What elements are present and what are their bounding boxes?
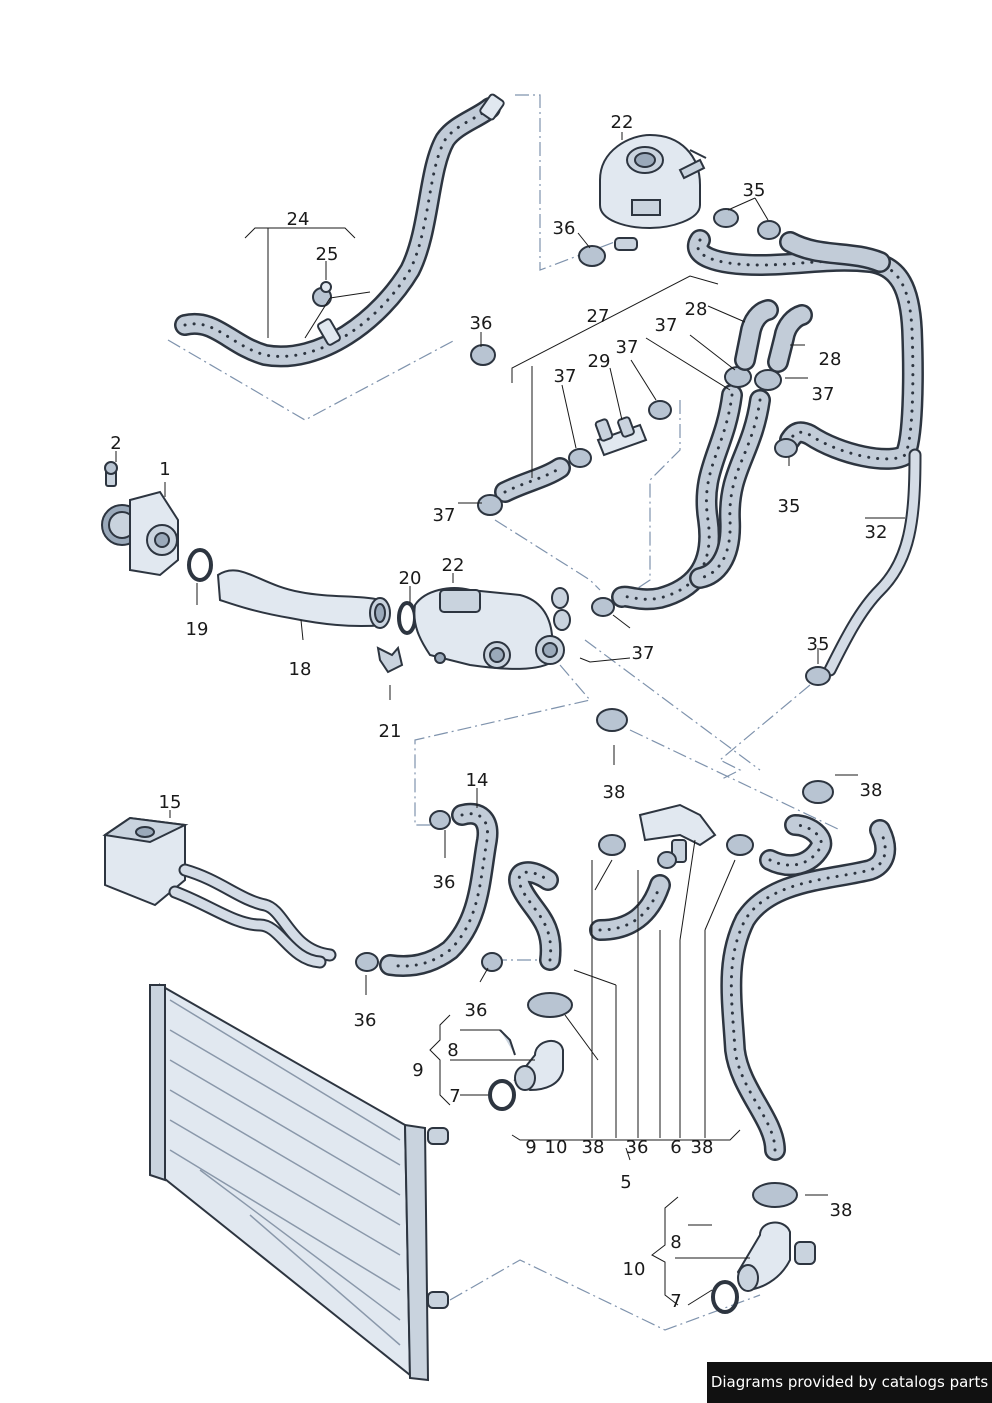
- label-14: 14: [466, 770, 489, 791]
- label-28-upper: 28: [685, 299, 708, 320]
- label-32: 32: [865, 522, 888, 543]
- label-21: 21: [379, 721, 402, 742]
- label-15: 15: [159, 792, 182, 813]
- label-1: 1: [159, 459, 170, 480]
- radiator: [149, 983, 449, 1382]
- label-36-hose14: 36: [433, 872, 456, 893]
- clip-21: [376, 645, 404, 674]
- clamps-upper: [470, 208, 781, 366]
- label-7-left: 7: [449, 1086, 460, 1107]
- label-36-tank: 36: [553, 218, 576, 239]
- flange-10: [711, 1182, 816, 1314]
- label-9-bottom: 9: [525, 1137, 536, 1158]
- label-20: 20: [399, 568, 422, 589]
- label-22-tank: 22: [611, 112, 634, 133]
- label-38-bottom-left: 38: [582, 1137, 605, 1158]
- oil-cooler-15: [102, 816, 337, 969]
- label-35-mid: 35: [778, 496, 801, 517]
- label-6: 6: [670, 1137, 681, 1158]
- label-38-right: 38: [860, 780, 883, 801]
- label-7-right: 7: [670, 1291, 681, 1312]
- label-36-upper: 36: [470, 313, 493, 334]
- label-37-tee: 37: [616, 337, 639, 358]
- expansion-tank-22: [599, 133, 707, 251]
- label-29: 29: [588, 351, 611, 372]
- label-9-left: 9: [412, 1060, 423, 1081]
- hose-14: [355, 802, 503, 978]
- lower-hoses: [508, 708, 897, 1161]
- credit-banner: Diagrams provided by catalogs parts: [707, 1362, 992, 1403]
- label-24: 24: [287, 209, 310, 230]
- label-19: 19: [186, 619, 209, 640]
- label-28-lower: 28: [819, 349, 842, 370]
- label-37-right: 37: [812, 384, 835, 405]
- hose-32: [687, 229, 924, 686]
- label-27: 27: [587, 306, 610, 327]
- label-37-left: 37: [433, 505, 456, 526]
- label-37-housing: 37: [632, 643, 655, 664]
- label-37-upper: 37: [655, 315, 678, 336]
- o-ring-20: [397, 601, 417, 635]
- hoses-27: [611, 366, 782, 611]
- label-38-tee: 38: [830, 1200, 853, 1221]
- label-10-right: 10: [623, 1259, 646, 1280]
- label-37-mid: 37: [554, 366, 577, 387]
- label-10-bottom: 10: [545, 1137, 568, 1158]
- label-22-housing: 22: [442, 555, 465, 576]
- o-ring-19: [187, 548, 213, 582]
- leader-lines: [115, 132, 905, 1306]
- label-8-left: 8: [447, 1040, 458, 1061]
- thermostat-housing-22: [413, 587, 571, 670]
- label-36-cooler: 36: [354, 1010, 377, 1031]
- water-pump-1: [101, 461, 179, 577]
- label-35-lower: 35: [807, 634, 830, 655]
- label-36-flange: 36: [465, 1000, 488, 1021]
- label-18: 18: [289, 659, 312, 680]
- label-38-mid: 38: [603, 782, 626, 803]
- elbows-28: [734, 299, 813, 373]
- label-38-bottom-right: 38: [691, 1137, 714, 1158]
- label-35-top: 35: [743, 180, 766, 201]
- label-25: 25: [316, 244, 339, 265]
- pipe-18: [216, 569, 391, 629]
- label-5: 5: [620, 1172, 631, 1193]
- label-8-right: 8: [670, 1232, 681, 1253]
- callout-labels: 24 25 22 36 35 36 27 28 37 28 37 29 37 3…: [110, 112, 887, 1312]
- label-36-bottom: 36: [626, 1137, 649, 1158]
- short-hose-and-tee-29: [477, 400, 672, 617]
- label-2: 2: [110, 433, 121, 454]
- flange-9: [488, 992, 573, 1111]
- hose-24: [174, 93, 505, 368]
- clip-25: [312, 281, 332, 307]
